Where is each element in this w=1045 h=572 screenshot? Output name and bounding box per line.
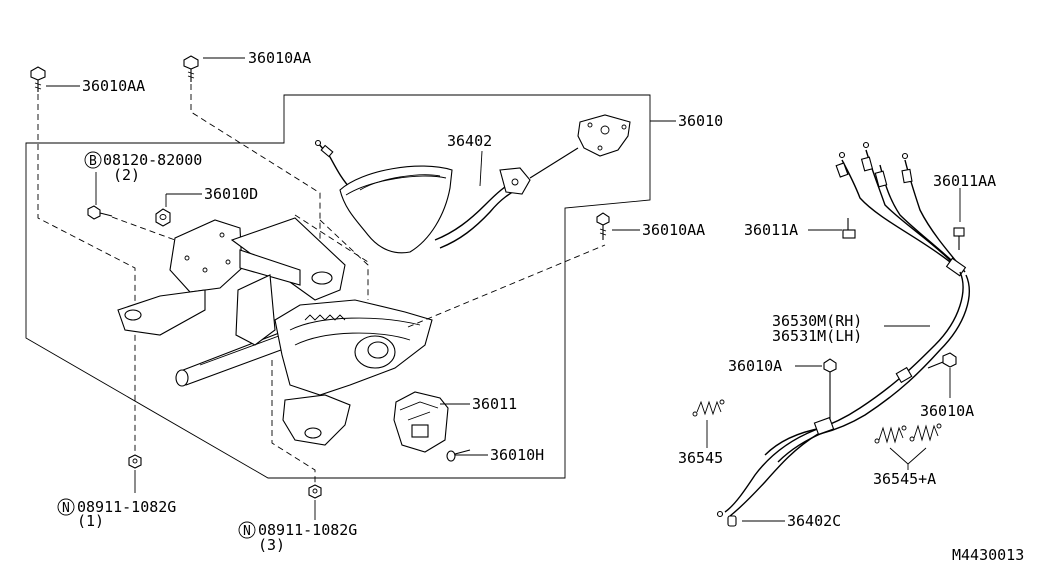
label-nut-n1-qty: (1) (77, 512, 104, 530)
clip-36011AA-icon (953, 227, 965, 250)
adjuster-36402C-icon (727, 515, 737, 527)
bolt-right-mid-icon (596, 212, 610, 240)
label-bolt-36010H: 36010H (490, 446, 544, 464)
nut-n1-symbol: N (57, 498, 75, 516)
label-bolt-right-mid: 36010AA (642, 221, 705, 239)
bolt-top-left-icon (30, 66, 46, 92)
label-rear-cable-rh: 36530M(RH) (772, 312, 862, 330)
label-adjuster-36402C: 36402C (787, 512, 841, 530)
label-bolt-top-center: 36010AA (248, 49, 311, 67)
bolt-36010A-left-icon (823, 358, 837, 420)
spring-36545-icon (692, 399, 725, 417)
svg-text:N: N (62, 501, 70, 516)
label-bolt-b-qty: (2) (113, 166, 140, 184)
label-bolt-b-code: 08120-82000 (103, 151, 202, 169)
label-bolt-36010A-left: 36010A (728, 357, 782, 375)
spring-36545A-right-icon (909, 423, 942, 442)
label-front-cable: 36402 (447, 132, 492, 150)
label-clip-36011AA: 36011AA (933, 172, 996, 190)
label-rear-cable-lh: 36531M(LH) (772, 327, 862, 345)
nut-n3-icon (308, 484, 322, 499)
label-clip-36011A: 36011A (744, 221, 798, 239)
bolt-top-center-icon (183, 55, 199, 82)
spring-36545A-left-icon (874, 425, 907, 444)
nut-n1-icon (128, 454, 142, 469)
bolt-b-icon (87, 205, 113, 220)
bolt-b-symbol: B (84, 151, 102, 169)
label-nut-36010D: 36010D (204, 185, 258, 203)
label-nut-n1-code: 08911-1082G (77, 498, 176, 516)
label-nut-n3-qty: (3) (258, 536, 285, 554)
svg-text:B: B (89, 154, 97, 169)
nut-36010D-icon (155, 208, 171, 227)
label-bolt-top-left: 36010AA (82, 77, 145, 95)
nut-n3-symbol: N (238, 521, 256, 539)
diagram-code: M4430013 (952, 546, 1024, 564)
front-cable-drawing (314, 114, 631, 254)
label-spring-36545: 36545 (678, 449, 723, 467)
label-nut-n3-code: 08911-1082G (258, 521, 357, 539)
label-bracket-36011: 36011 (472, 395, 517, 413)
svg-text:N: N (243, 524, 251, 539)
rear-cables-drawing (716, 141, 970, 518)
label-lever-assembly: 36010 (678, 112, 723, 130)
label-bolt-36010A-right: 36010A (920, 402, 974, 420)
lever-assembly-drawing (117, 217, 433, 446)
bolt-36010H-icon (446, 449, 471, 462)
bolt-36010A-right-icon (927, 352, 957, 369)
assembly-outline (25, 94, 651, 479)
clip-36011A-icon (842, 218, 856, 239)
label-spring-36545A: 36545+A (873, 470, 936, 488)
bracket-36011-icon (393, 391, 449, 453)
